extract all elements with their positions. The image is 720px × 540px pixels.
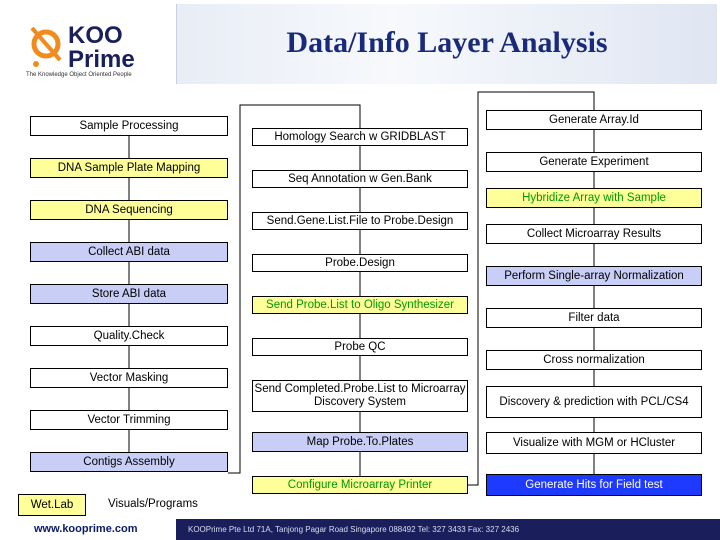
step-discovery-prediction[interactable]: Discovery & prediction with PCL/CS4 — [486, 386, 702, 418]
step-send-gene-list[interactable]: Send.Gene.List.File to Probe.Design — [252, 212, 468, 230]
title-band: Data/Info Layer Analysis — [176, 4, 717, 84]
logo-mark-icon — [30, 26, 62, 67]
step-homology-search[interactable]: Homology Search w GRIDBLAST — [252, 128, 468, 146]
legend-visuals-programs: Visuals/Programs — [108, 498, 198, 510]
step-dna-sequencing[interactable]: DNA Sequencing — [30, 200, 228, 220]
footer-left: www.kooprime.com — [0, 519, 176, 540]
step-map-probe-to-plates[interactable]: Map Probe.To.Plates — [252, 432, 468, 452]
step-generate-experiment[interactable]: Generate Experiment — [486, 152, 702, 172]
step-seq-annotation[interactable]: Seq Annotation w Gen.Bank — [252, 170, 468, 188]
logo: KOO Prime The Knowledge Object Oriented … — [8, 6, 176, 82]
step-probe-design[interactable]: Probe.Design — [252, 254, 468, 272]
logo-name-line-2: Prime — [68, 46, 135, 73]
step-dna-sample-plate-mapping[interactable]: DNA Sample Plate Mapping — [30, 158, 228, 178]
step-generate-array-id[interactable]: Generate Array.Id — [486, 110, 702, 130]
footer-company-info: KOOPrime Pte Ltd 71A, Tanjong Pagar Road… — [176, 519, 720, 540]
step-single-array-normalization[interactable]: Perform Single-array Normalization — [486, 266, 702, 286]
step-filter-data[interactable]: Filter data — [486, 308, 702, 328]
step-contigs-assembly[interactable]: Contigs Assembly — [30, 452, 228, 472]
step-vector-masking[interactable]: Vector Masking — [30, 368, 228, 388]
legend-wet-lab: Wet.Lab — [18, 494, 86, 516]
footer-url[interactable]: www.kooprime.com — [34, 523, 138, 535]
step-generate-hits[interactable]: Generate Hits for Field test — [486, 474, 702, 496]
step-visualize[interactable]: Visualize with MGM or HCluster — [486, 432, 702, 454]
step-collect-abi-data[interactable]: Collect ABI data — [30, 242, 228, 262]
footer: www.kooprime.com KOOPrime Pte Ltd 71A, T… — [0, 519, 720, 540]
step-cross-normalization[interactable]: Cross normalization — [486, 350, 702, 370]
step-configure-microarray-printer[interactable]: Configure Microarray Printer — [252, 476, 468, 494]
logo-tagline: The Knowledge Object Oriented People — [26, 72, 132, 78]
logo-name: KOO Prime — [68, 24, 135, 72]
page-title: Data/Info Layer Analysis — [286, 26, 608, 59]
step-hybridize-array[interactable]: Hybridize Array with Sample — [486, 188, 702, 208]
logo-name-line-1: KOO — [68, 22, 123, 49]
step-quality-check[interactable]: Quality.Check — [30, 326, 228, 346]
step-send-probe-list[interactable]: Send Probe.List to Oligo Synthesizer — [252, 296, 468, 314]
step-sample-processing[interactable]: Sample Processing — [30, 116, 228, 136]
step-store-abi-data[interactable]: Store ABI data — [30, 284, 228, 304]
step-send-completed-probe-list[interactable]: Send Completed.Probe.List to Microarray … — [252, 380, 468, 412]
step-collect-microarray-results[interactable]: Collect Microarray Results — [486, 224, 702, 244]
step-probe-qc[interactable]: Probe QC — [252, 338, 468, 356]
step-vector-trimming[interactable]: Vector Trimming — [30, 410, 228, 430]
header: KOO Prime The Knowledge Object Oriented … — [0, 0, 720, 88]
